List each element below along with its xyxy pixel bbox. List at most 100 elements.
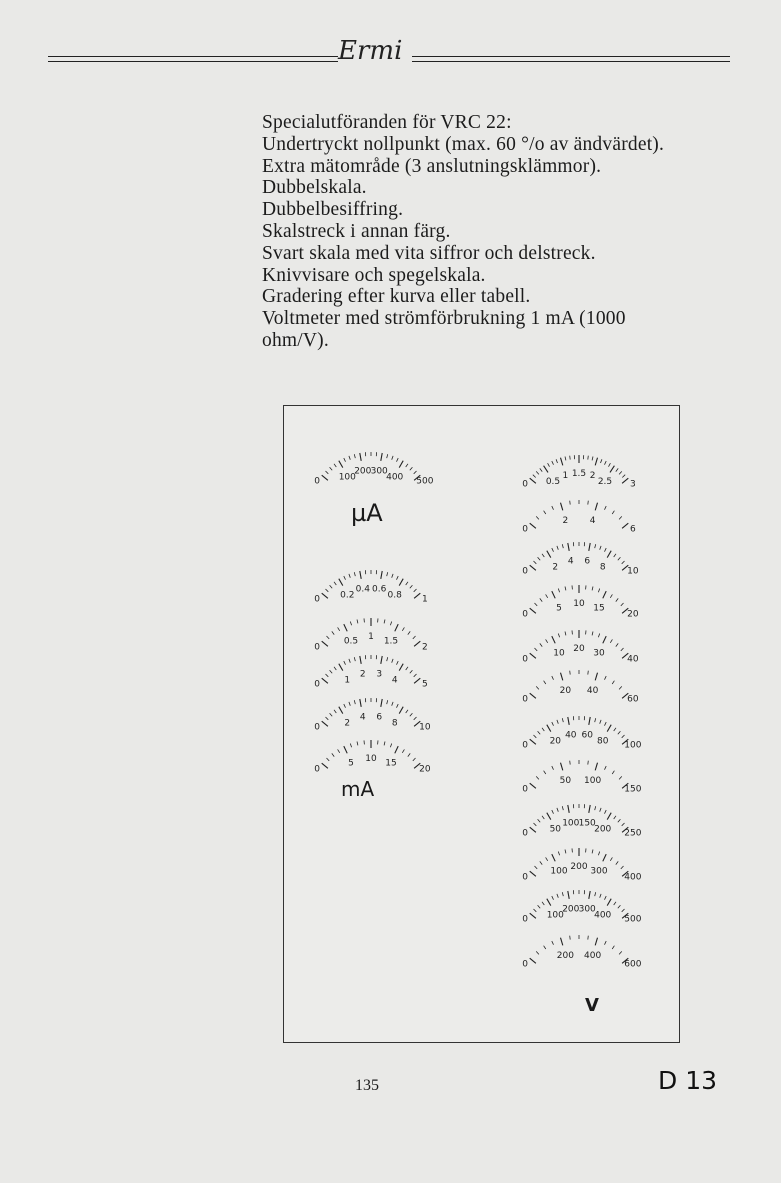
minor-tick: [543, 945, 547, 950]
minor-tick: [353, 572, 356, 577]
minor-tick: [326, 757, 330, 762]
header-rule-left-top: [48, 56, 338, 57]
header-rule-right-bottom: [412, 61, 730, 62]
scale-label: 0: [314, 594, 320, 604]
minor-tick: [391, 701, 394, 706]
minor-tick: [541, 901, 545, 906]
header-rule-left-bottom: [48, 61, 338, 62]
scale-label: 20: [627, 609, 639, 619]
scale-label: 100: [547, 910, 564, 920]
major-tick: [606, 812, 612, 820]
major-tick: [594, 457, 599, 466]
minor-tick: [621, 560, 625, 565]
scale-label: 10: [627, 566, 639, 576]
scale-label: 0: [522, 566, 528, 576]
major-tick: [321, 592, 329, 599]
minor-tick: [617, 730, 621, 735]
minor-tick: [343, 703, 346, 708]
minor-tick: [325, 716, 329, 721]
scale-label: 200: [562, 905, 579, 915]
minor-tick: [343, 575, 346, 580]
major-tick: [602, 635, 607, 644]
minor-tick: [617, 818, 621, 823]
major-tick: [343, 745, 348, 754]
minor-tick: [621, 908, 625, 913]
major-tick: [621, 870, 629, 877]
major-tick: [621, 782, 629, 789]
minor-tick: [611, 510, 615, 515]
minor-tick: [551, 675, 554, 680]
minor-tick: [532, 474, 536, 478]
minor-tick: [333, 666, 337, 671]
minor-tick: [409, 466, 413, 471]
scale-label: 20: [560, 686, 572, 696]
major-tick: [343, 623, 348, 632]
minor-tick: [534, 602, 538, 607]
minor-tick: [543, 680, 547, 685]
minor-tick: [569, 670, 571, 675]
scale-label: 0: [314, 722, 320, 732]
spec-line: ohm/V).: [262, 329, 329, 351]
scale-label: 100: [339, 472, 356, 482]
major-tick: [602, 853, 607, 862]
minor-tick: [396, 660, 399, 665]
minor-tick: [343, 660, 346, 665]
scale-label: 600: [624, 959, 641, 969]
scale-label: 10: [419, 722, 431, 732]
minor-tick: [604, 675, 607, 680]
scale-label: 10: [573, 599, 585, 609]
major-tick: [546, 812, 552, 820]
spec-list: Specialutföranden för VRC 22: Undertryck…: [262, 112, 722, 352]
minor-tick: [551, 895, 554, 900]
minor-tick: [535, 686, 540, 690]
scale-label: 200: [570, 862, 587, 872]
minor-tick: [409, 712, 413, 717]
scale-label: 4: [590, 516, 596, 526]
scale-label: 40: [587, 686, 599, 696]
minor-tick: [591, 586, 594, 591]
minor-tick: [543, 510, 547, 515]
minor-tick: [604, 460, 607, 465]
minor-tick: [569, 455, 571, 460]
minor-tick: [556, 893, 559, 898]
minor-tick: [409, 584, 413, 589]
scale-label: 0: [314, 679, 320, 689]
major-tick: [529, 692, 537, 699]
scale-label: 150: [624, 784, 641, 794]
minor-tick: [534, 647, 538, 652]
major-tick: [559, 762, 564, 771]
minor-tick: [599, 807, 602, 812]
minor-tick: [598, 588, 601, 593]
scale-label: 0: [522, 479, 528, 489]
minor-tick: [594, 718, 597, 723]
major-tick: [413, 720, 421, 727]
major-tick: [559, 937, 564, 946]
minor-tick: [617, 556, 621, 561]
scale-label: 200: [354, 467, 371, 477]
major-tick: [398, 578, 404, 586]
ermi-logo: Ermi: [338, 36, 418, 70]
minor-tick: [604, 809, 607, 814]
major-tick: [529, 826, 537, 833]
scale-label: 0: [522, 609, 528, 619]
scale-label: 10: [553, 649, 565, 659]
major-tick: [621, 564, 629, 571]
minor-tick: [413, 588, 417, 593]
major-tick: [621, 738, 629, 745]
major-tick: [559, 672, 564, 681]
minor-tick: [413, 673, 417, 678]
minor-tick: [564, 849, 567, 854]
major-tick: [621, 522, 629, 529]
minor-tick: [325, 673, 329, 678]
scale-label: 0: [522, 740, 528, 750]
major-tick: [551, 853, 556, 862]
minor-tick: [533, 908, 537, 913]
scale-label: 5: [348, 759, 354, 769]
